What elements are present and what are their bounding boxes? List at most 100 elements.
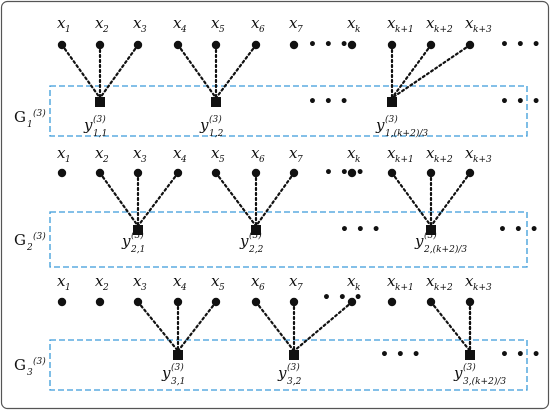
x-node-letter: x (57, 272, 66, 290)
x-node-subscript: 3 (141, 283, 147, 293)
x-node-letter: x (251, 144, 260, 162)
x-node-dot (211, 40, 221, 50)
x-node-subscript: k+3 (473, 155, 492, 165)
x-node-letter: x (426, 144, 435, 162)
edge (136, 171, 180, 228)
y-node-subscript: 3,2 (287, 377, 302, 387)
edge (136, 300, 180, 353)
x-node-letter: x (465, 144, 474, 162)
x-node-subscript: 7 (297, 25, 303, 35)
x-node-letter: x (387, 14, 396, 32)
group-letter: G (14, 108, 26, 126)
x-node-dot (387, 40, 397, 50)
x-node-dot (465, 168, 475, 178)
x-node-subscript: k+2 (434, 155, 453, 165)
x-node-subscript: 5 (219, 25, 225, 35)
x-node-letter: x (289, 14, 298, 32)
x-node-subscript: 1 (65, 25, 71, 35)
x-node-dot (95, 40, 105, 50)
x-node-subscript: k+2 (434, 25, 453, 35)
x-node-subscript: 5 (219, 283, 225, 293)
x-node-letter: x (251, 14, 260, 32)
x-node-letter: x (465, 14, 474, 32)
x-node-letter: x (426, 14, 435, 32)
y-node-superscript: (3) (93, 114, 106, 125)
y-node-subscript: 3,(k+2)/3 (463, 376, 506, 387)
y-node-subscript: 2,1 (130, 245, 145, 255)
edge (176, 300, 218, 353)
x-node-subscript: k+3 (473, 25, 492, 35)
y-node-letter: y (277, 364, 287, 382)
y-node-square (465, 350, 475, 360)
x-node-letter: x (95, 144, 104, 162)
x-node-dot (387, 168, 397, 178)
x-node-dot (95, 297, 105, 307)
edge (214, 171, 258, 228)
x-node-subscript: 1 (65, 283, 71, 293)
x-node-subscript: k+3 (473, 283, 492, 293)
y-node-letter: y (375, 116, 385, 134)
y-node-square (426, 225, 436, 235)
y-node-superscript: (3) (249, 230, 262, 241)
x-node-dot (57, 40, 67, 50)
x-node-subscript: 5 (219, 155, 225, 165)
x-node-dot (347, 297, 357, 307)
x-node-letter: x (133, 272, 142, 290)
group-letter: G (14, 231, 26, 249)
group-box (49, 85, 528, 137)
x-node-dot (173, 168, 183, 178)
x-node-letter: x (387, 272, 396, 290)
x-node-letter: x (387, 144, 396, 162)
x-node-dot (289, 297, 299, 307)
ellipsis-dots: • • • (308, 94, 350, 110)
x-node-dot (289, 168, 299, 178)
edge (98, 171, 140, 228)
edge (429, 171, 472, 228)
group-label: G (14, 231, 26, 249)
x-node-dot (251, 40, 261, 50)
x-node-subscript: 7 (297, 155, 303, 165)
y-node-letter: y (414, 232, 424, 250)
x-node-letter: x (289, 144, 298, 162)
x-node-subscript: 3 (141, 25, 147, 35)
x-node-letter: x (173, 14, 182, 32)
group-box (49, 211, 528, 268)
y-node-subscript: 1,(k+2)/3 (385, 128, 428, 139)
x-node-subscript: k+2 (434, 283, 453, 293)
x-node-dot (57, 297, 67, 307)
x-node-dot (57, 168, 67, 178)
x-node-subscript: 3 (141, 155, 147, 165)
y-node-square (133, 225, 143, 235)
x-node-dot (347, 168, 357, 178)
x-node-subscript: k+1 (395, 155, 414, 165)
x-node-letter: x (57, 144, 66, 162)
y-node-letter: y (121, 232, 131, 250)
x-node-letter: x (347, 14, 356, 32)
group-superscript: (3) (33, 108, 46, 119)
x-node-letter: x (289, 272, 298, 290)
ellipsis-dots: • • • (498, 222, 540, 238)
group-subscript: 2 (26, 243, 33, 253)
x-node-subscript: 4 (180, 155, 187, 165)
x-node-letter: x (133, 14, 142, 32)
x-node-dot (173, 40, 183, 50)
x-node-dot (133, 40, 143, 50)
group-label: G (14, 356, 26, 374)
edge (390, 171, 433, 228)
x-node-subscript: 2 (102, 283, 109, 293)
y-node-subscript: 1,1 (93, 129, 107, 139)
edge (390, 43, 433, 100)
x-node-subscript: 6 (259, 283, 265, 293)
ellipsis-dots: • • • (380, 347, 422, 363)
x-node-subscript: 7 (297, 283, 303, 293)
x-node-subscript: 4 (180, 25, 187, 35)
edge (254, 171, 296, 228)
y-node-square (95, 97, 105, 107)
group-label: G (14, 108, 26, 126)
ellipsis-dots: • • • (500, 37, 542, 53)
x-node-subscript: 1 (65, 155, 71, 165)
group-box (49, 339, 528, 391)
y-node-letter: y (161, 364, 171, 382)
ellipsis-dots: • • • (500, 347, 542, 363)
